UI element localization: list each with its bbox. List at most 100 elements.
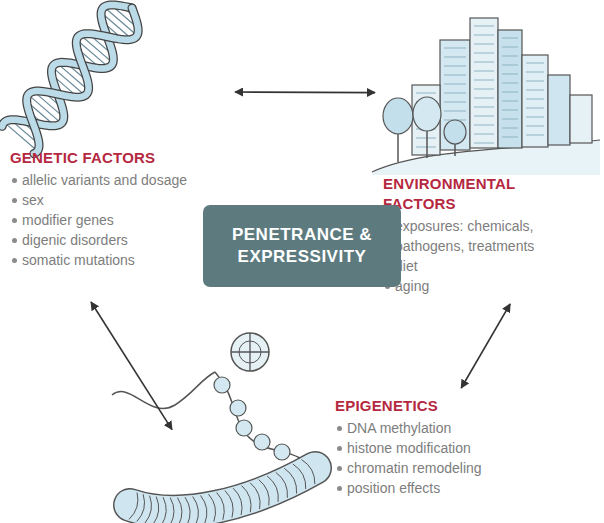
building bbox=[412, 85, 440, 155]
window-stripe bbox=[474, 116, 494, 117]
window-stripe bbox=[474, 143, 494, 144]
window-stripe bbox=[502, 47, 518, 48]
coil-turn bbox=[259, 480, 270, 506]
window-stripe bbox=[474, 107, 494, 108]
double-arrow bbox=[91, 302, 172, 430]
list-item: exposures: chemicals, pathogens, treatme… bbox=[383, 216, 600, 256]
coil-turn bbox=[145, 496, 152, 523]
building bbox=[522, 55, 548, 147]
window-stripe bbox=[502, 38, 518, 39]
window-stripe bbox=[474, 125, 494, 126]
list-item: chromatin remodeling bbox=[335, 458, 532, 478]
window-stripe bbox=[502, 101, 518, 102]
window-stripe bbox=[502, 110, 518, 111]
dna-strand-outline bbox=[27, 8, 138, 154]
window-stripe bbox=[444, 66, 466, 67]
window-stripe bbox=[416, 138, 436, 139]
city-illustration bbox=[372, 18, 600, 175]
window-stripe bbox=[444, 111, 466, 112]
nucleosome-core bbox=[239, 341, 261, 363]
dna-helix bbox=[2, 5, 138, 154]
window-stripe bbox=[526, 108, 544, 109]
list-item: aging bbox=[383, 276, 600, 296]
nucleosome bbox=[230, 400, 246, 416]
window-stripe bbox=[526, 135, 544, 136]
coil-turn bbox=[153, 497, 159, 523]
window-stripe bbox=[444, 75, 466, 76]
window-stripe bbox=[502, 83, 518, 84]
nucleosome bbox=[274, 444, 290, 460]
window-stripe bbox=[474, 80, 494, 81]
nucleosome-cross bbox=[231, 333, 269, 371]
window-stripe bbox=[474, 71, 494, 72]
dna-strand bbox=[112, 372, 215, 408]
window-stripe bbox=[502, 74, 518, 75]
nucleosome bbox=[254, 434, 270, 450]
window-stripe bbox=[474, 53, 494, 54]
coil-turn bbox=[209, 494, 216, 521]
window-stripe bbox=[416, 93, 436, 94]
dna-strand-outline bbox=[2, 5, 132, 126]
list-item: histone modification bbox=[335, 438, 532, 458]
coil-turn bbox=[170, 498, 174, 523]
window-stripe bbox=[444, 93, 466, 94]
list-item: allelic variants and dosage bbox=[10, 170, 227, 190]
list-item: position effects bbox=[335, 478, 532, 498]
window-stripe bbox=[526, 63, 544, 64]
coil-turn bbox=[293, 464, 306, 489]
factor-group: EPIGENETICSDNA methylationhistone modifi… bbox=[172, 388, 540, 518]
coil-turn bbox=[185, 497, 190, 523]
tree bbox=[413, 97, 441, 131]
list-item: diet bbox=[383, 256, 600, 276]
window-stripe bbox=[474, 26, 494, 27]
window-stripe bbox=[474, 62, 494, 63]
list-item: DNA methylation bbox=[335, 418, 532, 438]
building bbox=[470, 18, 498, 148]
factor-group: GENETIC FACTORSallelic variants and dosa… bbox=[5, 2, 235, 302]
group-heading: GENETIC FACTORS bbox=[10, 148, 215, 168]
fiber-coils bbox=[129, 460, 315, 523]
window-stripe bbox=[502, 137, 518, 138]
double-arrow bbox=[235, 91, 375, 93]
building bbox=[440, 40, 470, 150]
list-item: sex bbox=[10, 190, 227, 210]
window-stripe bbox=[474, 98, 494, 99]
chromatin-illustration bbox=[112, 333, 315, 523]
window-stripe bbox=[502, 56, 518, 57]
window-stripe bbox=[444, 57, 466, 58]
window-stripe bbox=[526, 90, 544, 91]
nucleosome bbox=[231, 333, 269, 371]
window-stripe bbox=[444, 48, 466, 49]
building bbox=[548, 75, 570, 145]
coil-turn bbox=[233, 488, 242, 515]
coil-turn bbox=[161, 497, 166, 523]
window-stripe bbox=[416, 147, 436, 148]
window-stripe bbox=[474, 89, 494, 90]
list-item: modifier genes bbox=[10, 210, 227, 230]
dna-strand bbox=[215, 372, 300, 458]
building bbox=[570, 95, 592, 143]
window-stripe bbox=[474, 44, 494, 45]
coil-turn bbox=[250, 483, 260, 509]
window-stripe bbox=[502, 65, 518, 66]
window-stripe bbox=[526, 99, 544, 100]
coil-turn bbox=[137, 494, 145, 521]
chromatin-fiber-outline bbox=[130, 468, 315, 512]
group-heading: EPIGENETICS bbox=[335, 396, 520, 416]
nucleosomes bbox=[214, 377, 290, 460]
coil-turn bbox=[276, 472, 288, 497]
window-stripe bbox=[444, 84, 466, 85]
nucleosome bbox=[214, 377, 230, 393]
factor-group: ENVIRONMENTAL FACTORSexposures: chemical… bbox=[375, 2, 604, 304]
tree-trunk bbox=[397, 130, 399, 162]
coil-turn bbox=[225, 490, 233, 517]
group-heading: ENVIRONMENTAL FACTORS bbox=[383, 174, 543, 214]
building-windows bbox=[416, 26, 544, 147]
window-stripe bbox=[502, 119, 518, 120]
central-label: PENETRANCE & EXPRESSIVITY bbox=[222, 224, 382, 268]
window-stripe bbox=[444, 102, 466, 103]
double-arrow bbox=[461, 304, 510, 388]
tree bbox=[383, 98, 413, 134]
tree-trunk bbox=[426, 128, 428, 158]
